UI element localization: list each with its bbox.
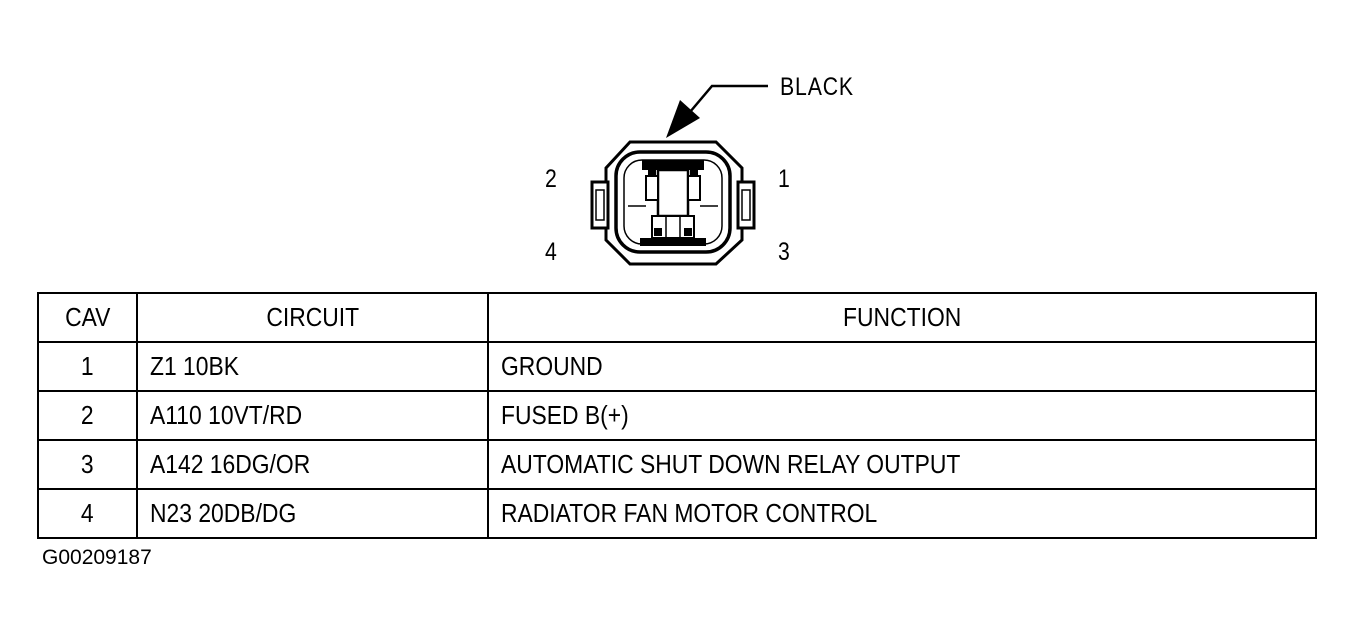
circuit-cell: A142 16DG/OR (136, 439, 489, 490)
table-row: 4 N23 20DB/DG RADIATOR FAN MOTOR CONTROL (37, 488, 1317, 539)
pinout-table: CAV CIRCUIT FUNCTION 1 Z1 10BK GROUND 2 … (37, 292, 1317, 539)
terminal-block (656, 168, 690, 218)
function-cell: FUSED B(+) (487, 390, 1317, 441)
circuit-cell: A110 10VT/RD (136, 390, 489, 441)
function-cell: GROUND (487, 341, 1317, 392)
leader-line (689, 84, 768, 113)
circuit-cell: N23 20DB/DG (136, 488, 489, 539)
connector-diagram: BLACK 2 1 4 3 (0, 0, 1355, 290)
cav-cell: 1 (37, 341, 138, 392)
table-header-row: CAV CIRCUIT FUNCTION (37, 292, 1317, 343)
arrow-head (666, 100, 700, 138)
figure-id: G00209187 (42, 546, 152, 569)
cav-cell: 3 (37, 439, 138, 490)
pin-label-1: 1 (778, 165, 790, 193)
cav-cell: 2 (37, 390, 138, 441)
table-row: 2 A110 10VT/RD FUSED B(+) (37, 390, 1317, 441)
circuit-cell: Z1 10BK (136, 341, 489, 392)
table-row: 3 A142 16DG/OR AUTOMATIC SHUT DOWN RELAY… (37, 439, 1317, 490)
pin-label-2: 2 (545, 165, 557, 193)
connector-face-drawing (590, 84, 768, 266)
function-cell: AUTOMATIC SHUT DOWN RELAY OUTPUT (487, 439, 1317, 490)
header-cav: CAV (37, 292, 138, 343)
header-function: FUNCTION (487, 292, 1317, 343)
cav-cell: 4 (37, 488, 138, 539)
header-circuit: CIRCUIT (136, 292, 489, 343)
function-cell: RADIATOR FAN MOTOR CONTROL (487, 488, 1317, 539)
table-row: 1 Z1 10BK GROUND (37, 341, 1317, 392)
color-label: BLACK (780, 73, 854, 101)
pin-label-4: 4 (545, 238, 557, 266)
pin-label-3: 3 (778, 238, 790, 266)
